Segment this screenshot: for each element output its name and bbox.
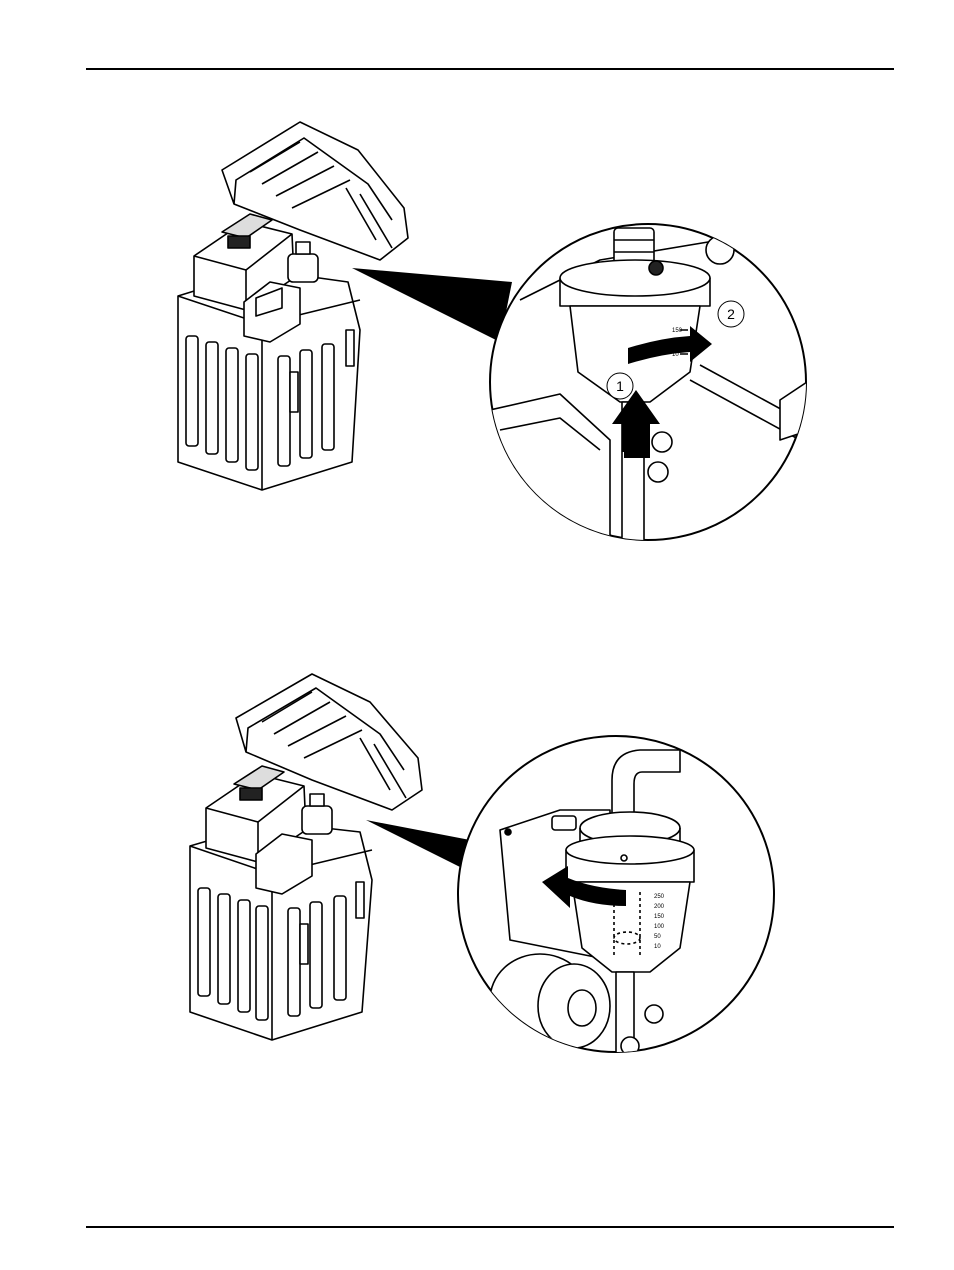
svg-text:100: 100 (654, 924, 665, 930)
svg-text:150: 150 (654, 914, 665, 920)
callout-1: 1 (607, 373, 633, 399)
figure-1-remove-chamber: 150 100 10 1 2 (0, 110, 954, 550)
svg-text:250: 250 (654, 894, 665, 900)
zoom-wedge (352, 268, 512, 342)
svg-text:2: 2 (727, 306, 735, 322)
header-rule (86, 68, 894, 70)
svg-text:200: 200 (654, 904, 665, 910)
callout-2: 2 (718, 301, 744, 327)
svg-text:10: 10 (654, 944, 661, 950)
figure-2-install-chamber: 250 200 150 100 50 10 (0, 660, 954, 1080)
detail-circle-1: 150 100 10 1 2 (490, 224, 820, 550)
sampler-illustration-2 (190, 674, 422, 1040)
svg-text:50: 50 (654, 934, 661, 940)
zoom-wedge-2 (366, 820, 470, 868)
svg-text:1: 1 (616, 378, 624, 394)
svg-text:150: 150 (672, 328, 683, 334)
detail-circle-2: 250 200 150 100 50 10 (458, 736, 774, 1080)
sampler-illustration (178, 122, 408, 490)
footer-rule (86, 1226, 894, 1228)
